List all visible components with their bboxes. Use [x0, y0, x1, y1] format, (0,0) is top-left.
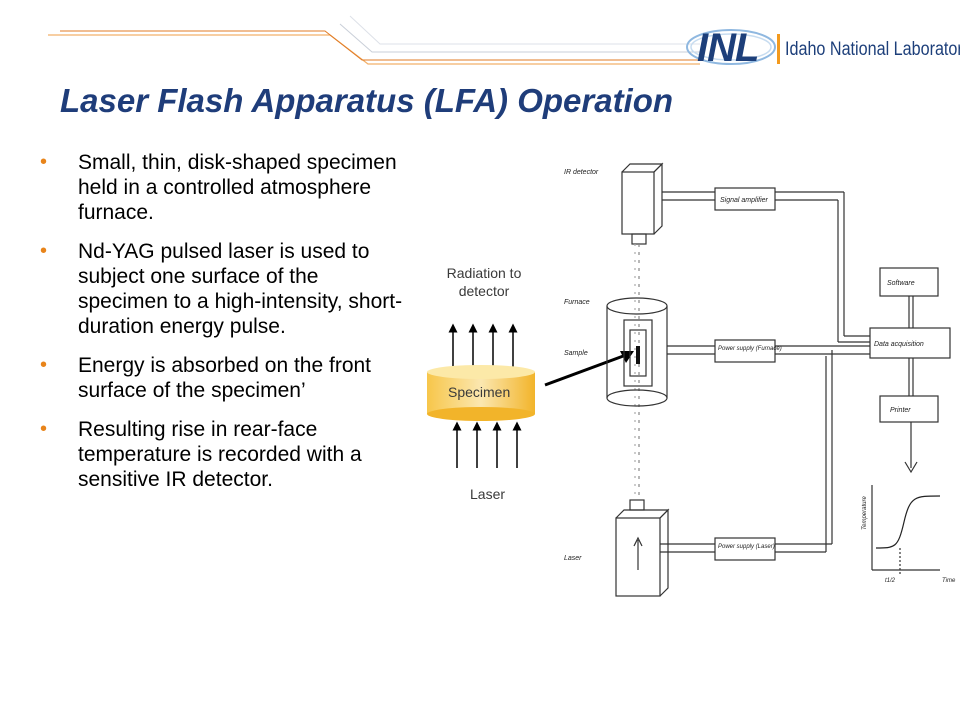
- sample-label: Sample: [564, 350, 588, 357]
- logo-mark: INL: [697, 26, 759, 70]
- bullet-text: Small, thin, disk-shaped specimen held i…: [78, 151, 397, 224]
- power-supply-furnace-label: Power supply (Furnace): [718, 346, 782, 352]
- furnace-label: Furnace: [564, 299, 590, 306]
- bullet-list: • Small, thin, disk-shaped specimen held …: [40, 150, 410, 506]
- logo-separator: [777, 34, 780, 64]
- laser-equipment-label: Laser: [564, 555, 582, 562]
- bullet-text: Resulting rise in rear-face temperature …: [78, 418, 362, 491]
- software-label: Software: [887, 280, 915, 287]
- header-decoration: [48, 15, 705, 65]
- ir-detector-label: IR detector: [564, 169, 599, 176]
- bullet-item: • Small, thin, disk-shaped specimen held …: [40, 150, 410, 225]
- logo-swoosh-icon: [686, 29, 776, 65]
- inl-logo: INL Idaho National Laboratory: [683, 22, 960, 72]
- radiation-label: Radiation to detector: [446, 265, 522, 299]
- ir-detector-box: [621, 171, 655, 235]
- data-acquisition-label: Data acquisition: [874, 341, 924, 348]
- laser-label: Laser: [470, 486, 506, 502]
- laser-box: [615, 517, 661, 597]
- bullet-dot-icon: •: [40, 418, 48, 440]
- bullet-item: • Resulting rise in rear-face temperature…: [40, 417, 410, 492]
- bullet-text: Energy is absorbed on the front surface …: [78, 354, 372, 402]
- logo-name: Idaho National Laboratory: [785, 39, 960, 60]
- bullet-dot-icon: •: [40, 354, 48, 376]
- bullet-item: • Nd-YAG pulsed laser is used to subject …: [40, 239, 410, 339]
- specimen-label: Specimen: [448, 384, 511, 400]
- power-supply-laser-label: Power supply (Laser): [718, 544, 775, 550]
- signal-amplifier-label: Signal amplifier: [720, 197, 769, 204]
- bullet-text: Nd-YAG pulsed laser is used to subject o…: [78, 240, 403, 338]
- time-axis-label: Time: [942, 578, 956, 584]
- printer-label: Printer: [890, 407, 911, 414]
- slide-title: Laser Flash Apparatus (LFA) Operation: [60, 82, 674, 119]
- half-time-label: t1/2: [885, 578, 896, 584]
- bullet-dot-icon: •: [40, 151, 48, 173]
- specimen-graphic: [427, 323, 535, 468]
- temperature-axis-label: Temperature: [862, 496, 868, 530]
- apparatus-schematic: IR detector Furnace Sample Laser Signal …: [564, 162, 956, 597]
- bullet-dot-icon: •: [40, 240, 48, 262]
- bullet-item: • Energy is absorbed on the front surface…: [40, 353, 410, 403]
